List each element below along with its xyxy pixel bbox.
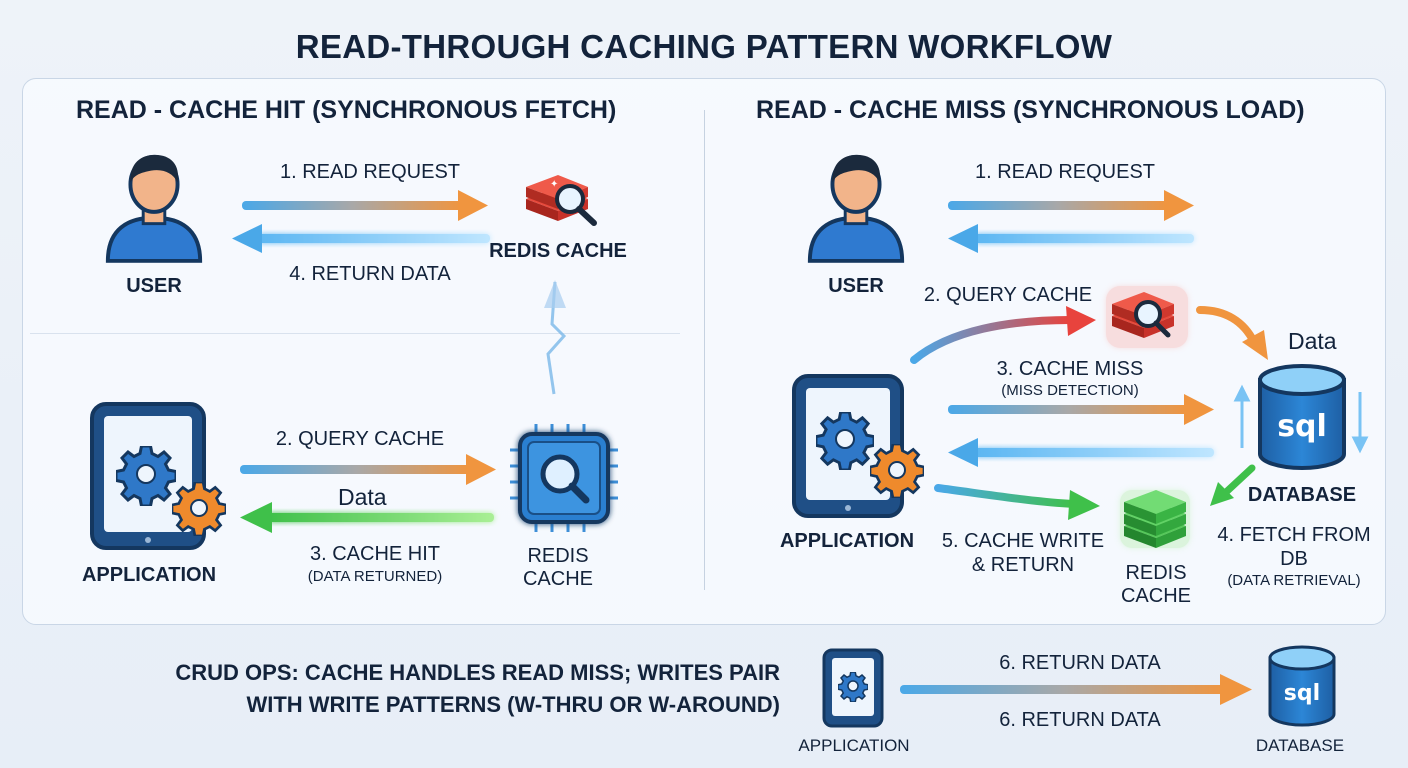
footer-return-bottom: 6. RETURN DATA — [999, 709, 1161, 731]
step1-label: 1. READ REQUEST — [279, 161, 461, 183]
read-request-arrow — [242, 190, 488, 221]
step3-label-right: 3. CACHE MISS — [996, 358, 1144, 380]
database-label: DATABASE — [1247, 484, 1357, 506]
query-cache-arrow — [240, 454, 496, 485]
redis-green-label-2: CACHE — [1120, 585, 1191, 607]
user-icon — [100, 145, 208, 263]
footer-return-arrow — [900, 674, 1252, 705]
redis-cache-icon-right — [1106, 286, 1188, 348]
footer-text-1: CRUD OPS: CACHE HANDLES READ MISS; WRITE… — [175, 660, 780, 685]
user-label-right: USER — [828, 275, 884, 297]
cache-hit-title: READ - CACHE HIT (SYNCHRONOUS FETCH) — [76, 96, 617, 124]
footer-text-2: WITH WRITE PATTERNS (W-THRU OR W-AROUND) — [246, 692, 780, 717]
application-icon — [90, 402, 226, 550]
footer-application-label: APPLICATION — [798, 736, 910, 755]
database-icon: sql — [1233, 364, 1369, 470]
query-cache-arrow-right — [910, 306, 1096, 364]
application-label: APPLICATION — [81, 564, 217, 586]
application-label-right: APPLICATION — [779, 530, 915, 552]
step4-sub-label: (DATA RETRIEVAL) — [1227, 572, 1361, 589]
footer-database-label: DATABASE — [1255, 736, 1345, 755]
connector-line — [544, 280, 567, 395]
user-label: USER — [126, 275, 182, 297]
cache-write-arrow — [934, 484, 1100, 520]
step4-label-1: 4. FETCH FROM — [1217, 524, 1371, 546]
db-icon-text: sql — [1277, 409, 1327, 444]
return-data-arrow — [232, 224, 490, 253]
footer-application-icon — [822, 648, 884, 728]
step4-label: 4. RETURN DATA — [289, 263, 451, 285]
section-divider — [704, 110, 705, 590]
cache-hit-arrow — [240, 502, 494, 533]
db-return-arrow — [948, 438, 1214, 467]
step5-label-2: & RETURN — [971, 554, 1075, 576]
step4-label-2: DB — [1280, 548, 1308, 570]
footer-db-icon-text: sql — [1284, 681, 1320, 706]
data-label-right: Data — [1288, 328, 1337, 354]
user-icon-right — [802, 145, 910, 263]
svg-text:✦: ✦ — [550, 179, 558, 190]
step3-sub-label-right: (MISS DETECTION) — [1001, 382, 1139, 399]
redis-cache-icon: ✦ — [526, 175, 597, 226]
return-arrow-right — [948, 224, 1194, 253]
step2-label: 2. QUERY CACHE — [275, 428, 445, 450]
redis-green-label-1: REDIS — [1125, 562, 1187, 584]
read-request-arrow-right — [948, 190, 1194, 221]
application-icon-right — [792, 374, 924, 518]
step2-label-right: 2. QUERY CACHE — [923, 284, 1093, 306]
step3-sub-label: (DATA RETURNED) — [307, 568, 443, 585]
redis-cache-green-icon — [1120, 490, 1190, 548]
step5-label-1: 5. CACHE WRITE — [941, 530, 1105, 552]
redis-chip-icon — [510, 424, 618, 532]
cache-miss-title: READ - CACHE MISS (SYNCHRONOUS LOAD) — [756, 96, 1305, 124]
step1-label-right: 1. READ REQUEST — [974, 161, 1156, 183]
redis-chip-label-2: CACHE — [522, 568, 593, 590]
db-to-redis-arrow — [1210, 464, 1256, 506]
cache-miss-arrow — [948, 394, 1214, 425]
redis-to-db-arrow — [1196, 306, 1268, 360]
redis-chip-label-1: REDIS — [527, 545, 589, 567]
redis-cache-top-label: REDIS CACHE — [489, 240, 627, 262]
footer-return-top: 6. RETURN DATA — [999, 652, 1161, 674]
data-label: Data — [338, 484, 387, 510]
step3-label: 3. CACHE HIT — [309, 543, 441, 565]
left-section-divider — [30, 333, 680, 334]
footer-database-icon: sql — [1268, 645, 1336, 727]
page-title: READ-THROUGH CACHING PATTERN WORKFLOW — [295, 28, 1113, 65]
